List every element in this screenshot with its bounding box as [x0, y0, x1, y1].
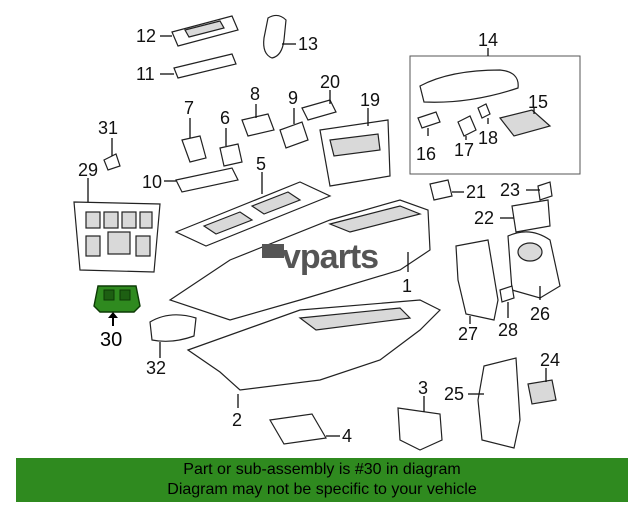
callout-18: 18 — [478, 128, 498, 148]
part-14-armrest-group — [409, 48, 581, 175]
callout-25: 25 — [444, 384, 464, 404]
part-3-bracket — [397, 396, 443, 451]
callout-7: 7 — [184, 98, 194, 118]
callout-9: 9 — [288, 88, 298, 108]
callout-29: 29 — [78, 160, 98, 180]
part-27-side-panel — [455, 239, 499, 324]
part-13-shift-knob — [263, 14, 296, 59]
part-9-switch — [279, 108, 309, 149]
part-7-switch — [181, 118, 207, 163]
part-20-clip — [301, 90, 337, 121]
callout-14: 14 — [478, 30, 498, 50]
part-19-storage-bin — [319, 108, 391, 187]
callout-12: 12 — [136, 26, 156, 46]
part-4-mat — [269, 413, 340, 445]
callout-31: 31 — [98, 118, 118, 138]
part-10-trim-panel — [164, 167, 239, 193]
callout-8: 8 — [250, 84, 260, 104]
notice-line-2: Diagram may not be specific to your vehi… — [167, 481, 477, 498]
callout-24: 24 — [540, 350, 560, 370]
callout-5: 5 — [256, 154, 266, 174]
part-25-support — [468, 357, 521, 449]
part-6-switch — [219, 128, 243, 167]
part-5-upper-panel — [174, 172, 332, 247]
callout-23: 23 — [500, 180, 520, 200]
highlight-notice-banner: Part or sub-assembly is #30 in diagram D… — [16, 458, 628, 502]
part-26-housing — [507, 231, 561, 300]
part-30-highlighted-switch[interactable] — [93, 285, 141, 326]
callout-13: 13 — [298, 34, 318, 54]
vparts-watermark: vparts — [262, 238, 379, 276]
callout-3: 3 — [418, 378, 428, 398]
callout-21: 21 — [466, 182, 486, 202]
part-24-connector — [527, 368, 557, 405]
callout-10: 10 — [142, 172, 162, 192]
part-23-clip — [526, 181, 553, 201]
part-21-bracket — [429, 179, 464, 201]
part-11-trim-strip — [160, 53, 237, 79]
callout-2: 2 — [232, 410, 242, 430]
callout-28: 28 — [498, 320, 518, 340]
part-8-bracket — [241, 104, 275, 137]
callout-19: 19 — [360, 90, 380, 110]
callout-27: 27 — [458, 324, 478, 344]
watermark-text: vparts — [282, 238, 378, 276]
callout-1: 1 — [402, 276, 412, 296]
part-2-lower-base — [186, 299, 442, 408]
callout-17: 17 — [454, 140, 474, 160]
callout-20: 20 — [320, 72, 340, 92]
part-29-switch-panel — [73, 178, 161, 273]
callout-4: 4 — [342, 426, 352, 446]
callout-16: 16 — [416, 144, 436, 164]
callout-32: 32 — [146, 358, 166, 378]
callout-6: 6 — [220, 108, 230, 128]
notice-line-1: Part or sub-assembly is #30 in diagram — [183, 461, 461, 478]
part-12-shifter-bezel — [160, 15, 239, 47]
part-32-lid — [149, 314, 197, 358]
part-22-bracket — [500, 199, 551, 233]
part-1-console-body — [168, 199, 431, 321]
callout-15: 15 — [528, 92, 548, 112]
part-28-clip — [499, 285, 515, 318]
callout-26: 26 — [530, 304, 550, 324]
callout-11: 11 — [136, 64, 155, 84]
callout-30: 30 — [100, 329, 122, 351]
callout-22: 22 — [474, 208, 494, 228]
part-31-clip — [103, 138, 121, 171]
